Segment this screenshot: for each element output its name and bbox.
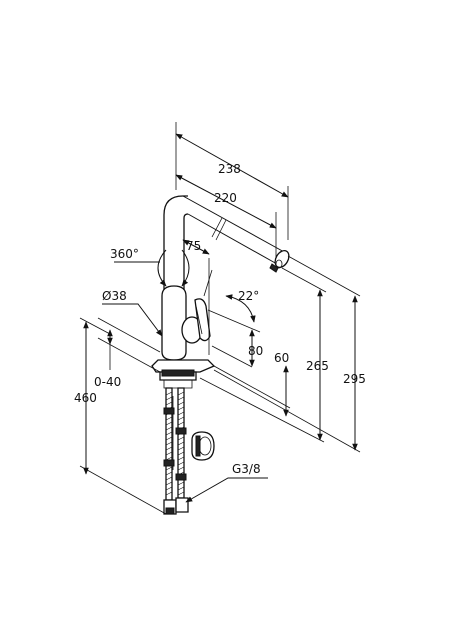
dimension-220: 220 [175,174,277,258]
hose-hatch [177,441,185,446]
hose-hatch [165,426,173,431]
hose-hatch [165,431,173,436]
hose-hatch [177,461,185,466]
hose-hatch [165,466,173,471]
hose-hatch [165,391,173,396]
hose-hatch [165,471,173,476]
supply-hoses [163,387,189,515]
hose-hatch [165,401,173,406]
dim-g38-label: G3/8 [232,462,261,476]
hose-hatch [177,451,185,456]
hose-hatch [177,406,185,411]
hose-hatch [177,481,185,486]
dimension-460: 460 [74,317,167,515]
hose-hatch [165,481,173,486]
hose-hatch [177,401,185,406]
dimension-g38: G3/8 [185,462,268,503]
hose-hatch [177,416,185,421]
dimension-265: 265 [199,267,329,443]
hose-hatch [177,486,185,491]
faucet-body [161,285,211,361]
dim-22-label: 22° [238,289,259,303]
hose-hatch [165,491,173,496]
dim-295-label: 295 [343,372,366,386]
dimension-22: 22° [203,269,261,333]
dimension-75: 75 [182,239,210,355]
dimension-295: 295 [213,255,366,453]
mounting-base [151,359,216,389]
hose-hatch [165,396,173,401]
dimension-60: 60 [213,351,291,417]
hose-hatch [165,451,173,456]
dim-60-label: 60 [274,351,289,365]
dim-80-label: 80 [248,344,263,358]
dim-238-label: 238 [218,162,241,176]
hose-hatch [177,421,185,426]
dim-75-label: 75 [186,239,201,253]
hose-hatch [177,391,185,396]
dim-d38-label: Ø38 [102,289,127,303]
hose-hatch [165,416,173,421]
dim-220-label: 220 [214,191,237,205]
faucet-spout [163,195,290,292]
hose-hatch [177,396,185,401]
hose-hatch [165,436,173,441]
dimension-238: 238 [175,122,289,240]
hose-hatch [165,446,173,451]
hose-hatch [165,441,173,446]
dimension-d38: Ø38 [102,289,163,337]
hose-hatch [177,466,185,471]
dim-360-label: 360° [110,247,139,261]
hose-hatch [165,421,173,426]
dimension-360: 360° [110,247,190,287]
hose-hatch [165,476,173,481]
hose-hatch [177,436,185,441]
dim-0-40-label: 0-40 [94,375,121,389]
hose-hatch [177,411,185,416]
hose-hatch [177,491,185,496]
hose-hatch [177,446,185,451]
hose-hatch [177,456,185,461]
dim-460-label: 460 [74,391,97,405]
dimension-0-40: 0-40 [94,317,161,389]
dim-265-label: 265 [306,359,329,373]
mounting-nut [191,431,215,461]
hose-hatch [165,486,173,491]
dimension-80: 80 [211,329,263,368]
